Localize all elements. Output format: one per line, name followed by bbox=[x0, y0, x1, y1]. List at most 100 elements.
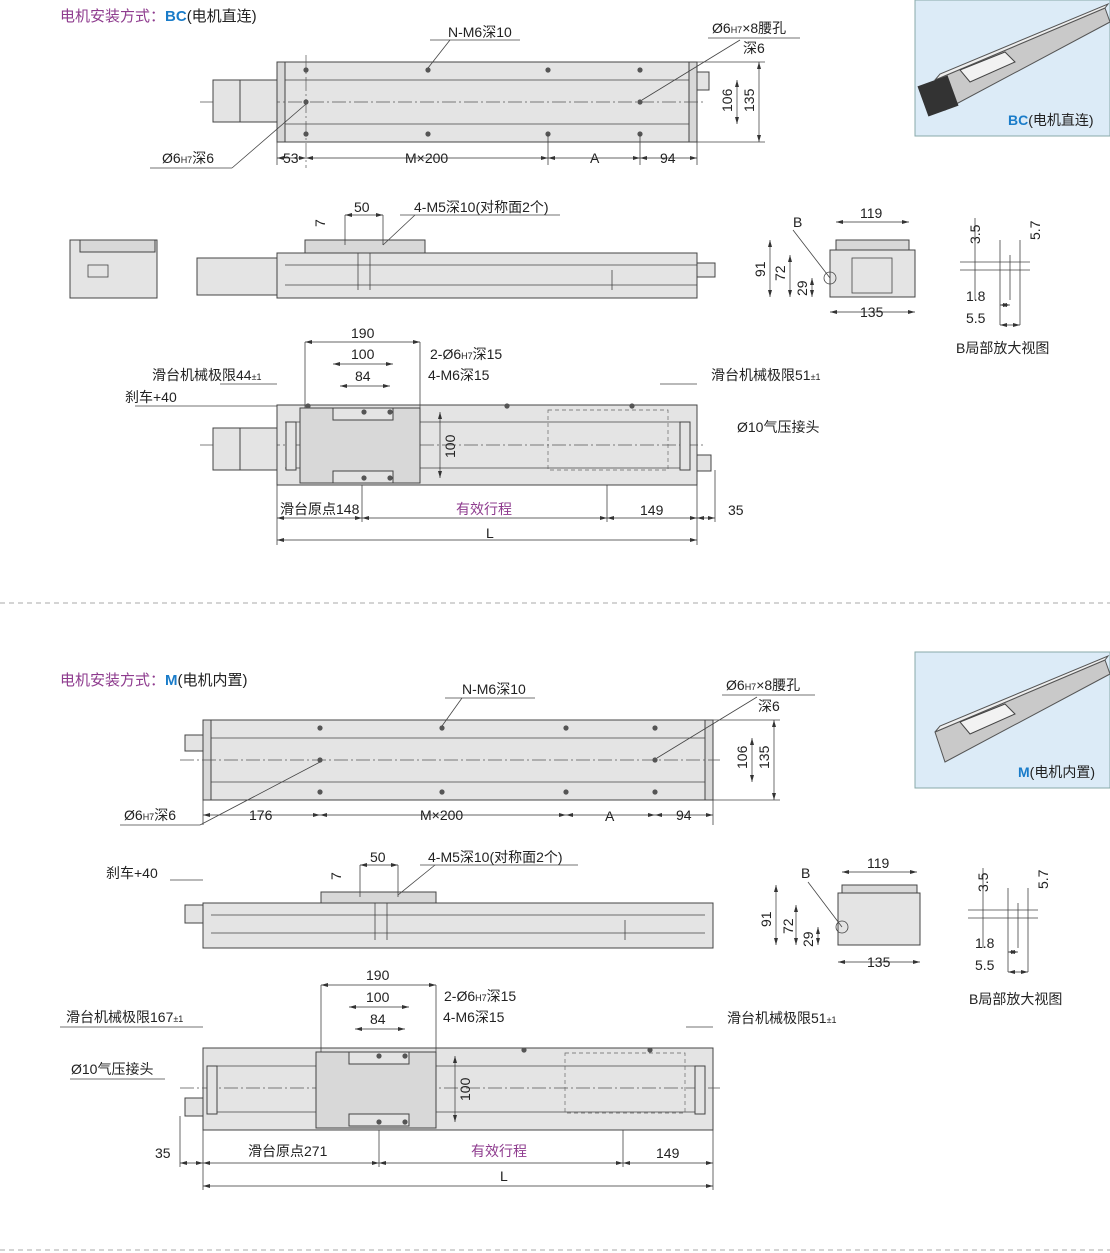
hole bbox=[402, 1053, 408, 1059]
carriage-end bbox=[835, 239, 910, 251]
b-label: B bbox=[801, 865, 810, 881]
dim-a: A bbox=[605, 808, 615, 824]
limit-left-label: 滑台机械极限44±1 bbox=[152, 367, 262, 383]
arrowhead bbox=[655, 813, 662, 817]
dim-106: 106 bbox=[719, 88, 735, 112]
arrowhead bbox=[750, 738, 754, 745]
arrowhead bbox=[453, 1115, 457, 1122]
arrowhead bbox=[413, 340, 420, 344]
limit-right-label: 滑台机械极限51±1 bbox=[727, 1010, 837, 1026]
arrowhead bbox=[810, 278, 814, 285]
dim-119: 119 bbox=[867, 855, 890, 871]
motor-side bbox=[196, 257, 278, 296]
hole bbox=[303, 99, 309, 105]
arrowhead bbox=[548, 156, 555, 160]
arrowhead bbox=[690, 156, 697, 160]
arrowhead bbox=[340, 384, 347, 388]
arrowhead bbox=[750, 775, 754, 782]
hole bbox=[361, 409, 367, 415]
hole bbox=[563, 725, 569, 731]
dim-72: 72 bbox=[780, 918, 796, 934]
tap-holes-label: N-M6深10 bbox=[462, 681, 526, 697]
slot-depth-label: 深6 bbox=[758, 698, 780, 714]
dim-84: 84 bbox=[355, 368, 371, 384]
arrowhead bbox=[383, 384, 390, 388]
arrowhead bbox=[706, 813, 713, 817]
carriage-side bbox=[304, 239, 426, 254]
arrowhead bbox=[640, 156, 647, 160]
hole bbox=[521, 1047, 527, 1053]
hole bbox=[317, 789, 323, 795]
dim-pitch: M×200 bbox=[420, 807, 463, 823]
hole bbox=[425, 67, 431, 73]
dim-100: 100 bbox=[366, 989, 390, 1005]
hole bbox=[317, 757, 323, 763]
dim-3-5: 3.5 bbox=[967, 224, 983, 244]
arrowhead bbox=[706, 1161, 713, 1165]
dim-35: 35 bbox=[155, 1145, 171, 1161]
motor-flange bbox=[851, 257, 893, 294]
arrowhead bbox=[379, 1161, 386, 1165]
hole bbox=[652, 789, 658, 795]
dim-119: 119 bbox=[860, 205, 883, 221]
arrowhead bbox=[600, 516, 607, 520]
fitting bbox=[184, 734, 204, 752]
arrowhead bbox=[1021, 970, 1028, 974]
motor bbox=[212, 79, 241, 123]
pin-hole-label: Ø6H7深6 bbox=[162, 150, 214, 166]
arrowhead bbox=[623, 1161, 630, 1165]
arrowhead bbox=[559, 813, 566, 817]
hole bbox=[425, 131, 431, 137]
dim-1-8: 1.8 bbox=[975, 935, 995, 951]
carriage bbox=[959, 703, 1016, 735]
dim-right: 94 bbox=[660, 150, 676, 166]
arrowhead bbox=[690, 516, 697, 520]
arrowhead bbox=[438, 412, 442, 419]
arrowhead bbox=[706, 1184, 713, 1188]
hole bbox=[439, 789, 445, 795]
hole bbox=[439, 725, 445, 731]
end-block bbox=[285, 421, 297, 471]
dim-5-7: 5.7 bbox=[1035, 869, 1051, 889]
rail-side-view bbox=[202, 902, 714, 949]
dim-a: A bbox=[590, 150, 600, 166]
motor bbox=[212, 427, 241, 471]
dim-l: L bbox=[486, 525, 494, 541]
arrowhead bbox=[299, 156, 306, 160]
rail-bottom-view bbox=[202, 1047, 714, 1131]
end-block bbox=[206, 1065, 218, 1115]
carriage-side bbox=[320, 891, 437, 904]
brake-label: 刹车+40 bbox=[106, 865, 158, 881]
arrowhead bbox=[607, 516, 614, 520]
arrowhead bbox=[633, 156, 640, 160]
hole bbox=[361, 475, 367, 481]
slot-hole-label: Ø6H7×8腰孔 bbox=[726, 677, 800, 693]
arrowhead bbox=[362, 516, 369, 520]
slot-hole-label: Ø6H7×8腰孔 bbox=[712, 20, 786, 36]
tap-holes-label: N-M6深10 bbox=[448, 24, 512, 40]
hole bbox=[545, 67, 551, 73]
carriage-holes-label: 4-M5深10(对称面2个) bbox=[414, 199, 549, 215]
dim-106: 106 bbox=[734, 745, 750, 769]
pin-holes-label: 2-Ø6H7深15 bbox=[444, 988, 516, 1004]
rail-side-view bbox=[276, 252, 698, 299]
stroke-label: 有效行程 bbox=[456, 501, 512, 517]
arrowhead bbox=[794, 905, 798, 912]
arrowhead bbox=[391, 863, 398, 867]
dim-5-5: 5.5 bbox=[966, 310, 986, 326]
stroke-end-position bbox=[547, 409, 669, 471]
rail-top bbox=[934, 2, 1110, 81]
dim-190: 190 bbox=[366, 967, 390, 983]
carriage-holes-label: 4-M5深10(对称面2个) bbox=[428, 849, 563, 865]
line bbox=[641, 39, 741, 101]
hole bbox=[402, 1119, 408, 1125]
dim-135: 135 bbox=[741, 88, 757, 112]
arrowhead bbox=[402, 1005, 409, 1009]
arrowhead bbox=[830, 310, 837, 314]
arrowhead bbox=[566, 813, 573, 817]
arrowhead bbox=[772, 720, 776, 727]
arrowhead bbox=[788, 255, 792, 262]
slot-depth-label: 深6 bbox=[743, 40, 765, 56]
arrowhead bbox=[349, 1005, 356, 1009]
arrowhead bbox=[376, 213, 383, 217]
